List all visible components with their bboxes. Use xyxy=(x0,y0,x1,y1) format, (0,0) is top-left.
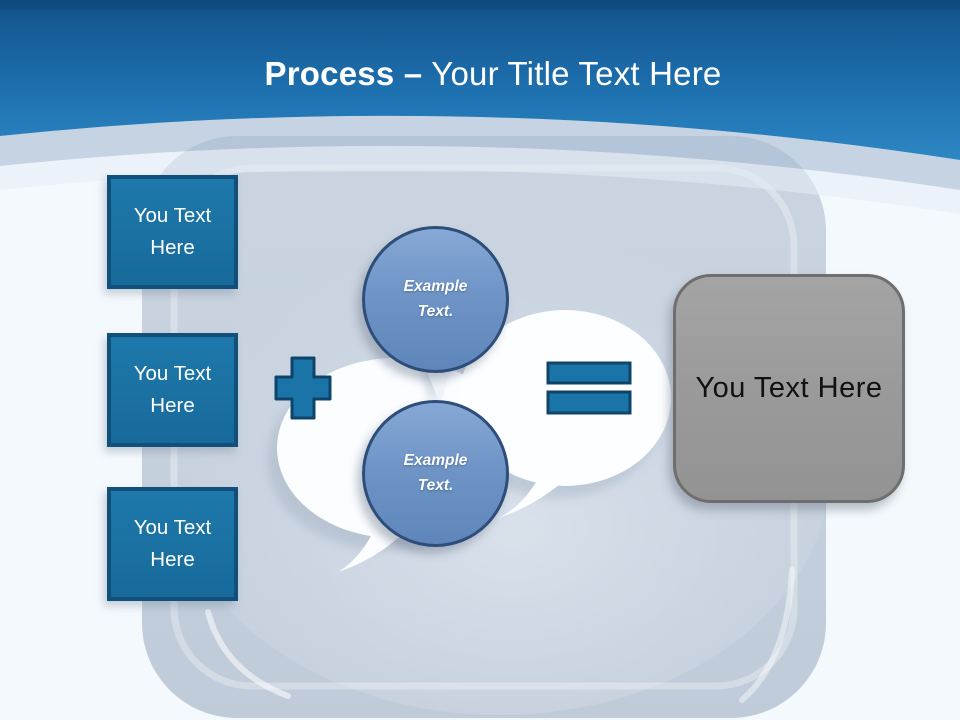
header-band-gray xyxy=(0,115,960,190)
example-circle-top[interactable]: Example Text. xyxy=(362,226,509,373)
title-bold-text: Process – xyxy=(264,55,423,92)
left-box-3-line1: You Text xyxy=(133,516,212,540)
panel-corner-shine-right xyxy=(739,567,795,703)
result-box-label: You Text Here xyxy=(695,372,883,404)
result-box[interactable]: You Text Here xyxy=(673,274,905,503)
example-circle-bottom-line2: Text. xyxy=(417,476,454,494)
cloud-right-tail xyxy=(498,472,560,518)
left-box-1-line1: You Text xyxy=(133,204,212,228)
left-box-2[interactable]: You Text Here xyxy=(107,333,238,447)
header-band-light xyxy=(0,145,960,214)
example-circle-top-line2: Text. xyxy=(417,302,454,320)
left-box-1-line2: Here xyxy=(150,236,195,259)
header-top-edge xyxy=(0,0,960,10)
example-circle-top-line1: Example xyxy=(403,278,468,296)
example-circle-bottom-line1: Example xyxy=(403,452,468,470)
left-box-2-line1: You Text xyxy=(133,362,212,386)
left-box-1[interactable]: You Text Here xyxy=(107,175,238,289)
example-circle-bottom[interactable]: Example Text. xyxy=(362,400,509,547)
panel-corner-shine-left xyxy=(205,609,291,699)
circle-gap-wedge xyxy=(424,364,452,404)
header-shape xyxy=(0,0,960,160)
plus-icon xyxy=(274,356,332,420)
cloud-left-tail xyxy=(338,522,400,572)
title-rest-text: Your Title Text Here xyxy=(431,55,722,92)
left-box-2-line2: Here xyxy=(150,394,195,417)
slide-title: Process –Your Title Text Here xyxy=(0,55,960,93)
left-box-3-line2: Here xyxy=(150,548,195,571)
left-box-3[interactable]: You Text Here xyxy=(107,487,238,601)
equals-icon xyxy=(546,361,632,415)
